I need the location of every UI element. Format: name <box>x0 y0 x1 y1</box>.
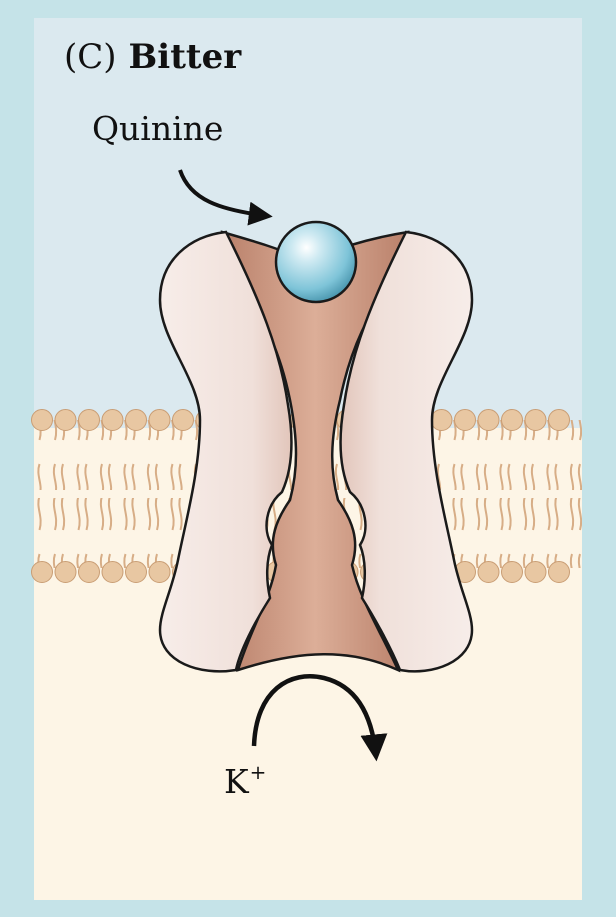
lipid-head <box>102 410 123 431</box>
panel-label: (C) Bitter <box>64 40 241 74</box>
lipid-head <box>102 562 123 583</box>
lipid-head <box>502 562 523 583</box>
lipid-head <box>149 410 170 431</box>
panel-letter: (C) <box>64 37 117 77</box>
lipid-head <box>525 562 546 583</box>
lipid-head <box>525 410 546 431</box>
lipid-head <box>149 562 170 583</box>
lipid-head <box>549 562 570 583</box>
lipid-head <box>55 562 76 583</box>
lipid-head <box>32 562 53 583</box>
lipid-head <box>478 562 499 583</box>
ion-symbol: K <box>224 762 249 801</box>
quinine-label: Quinine <box>92 112 223 145</box>
lipid-head <box>79 410 100 431</box>
lipid-head <box>478 410 499 431</box>
lipid-head <box>126 410 147 431</box>
lipid-head <box>79 562 100 583</box>
potassium-ion-label: K+ <box>224 762 266 798</box>
panel-title: Bitter <box>129 37 242 77</box>
lipid-head <box>502 410 523 431</box>
lipid-head <box>55 410 76 431</box>
lipid-head <box>431 410 452 431</box>
lipid-head <box>173 410 194 431</box>
quinine-sphere-icon <box>276 222 356 302</box>
lipid-head <box>455 410 476 431</box>
lipid-head <box>32 410 53 431</box>
lipid-head <box>126 562 147 583</box>
ion-charge: + <box>250 760 267 784</box>
lipid-head <box>549 410 570 431</box>
